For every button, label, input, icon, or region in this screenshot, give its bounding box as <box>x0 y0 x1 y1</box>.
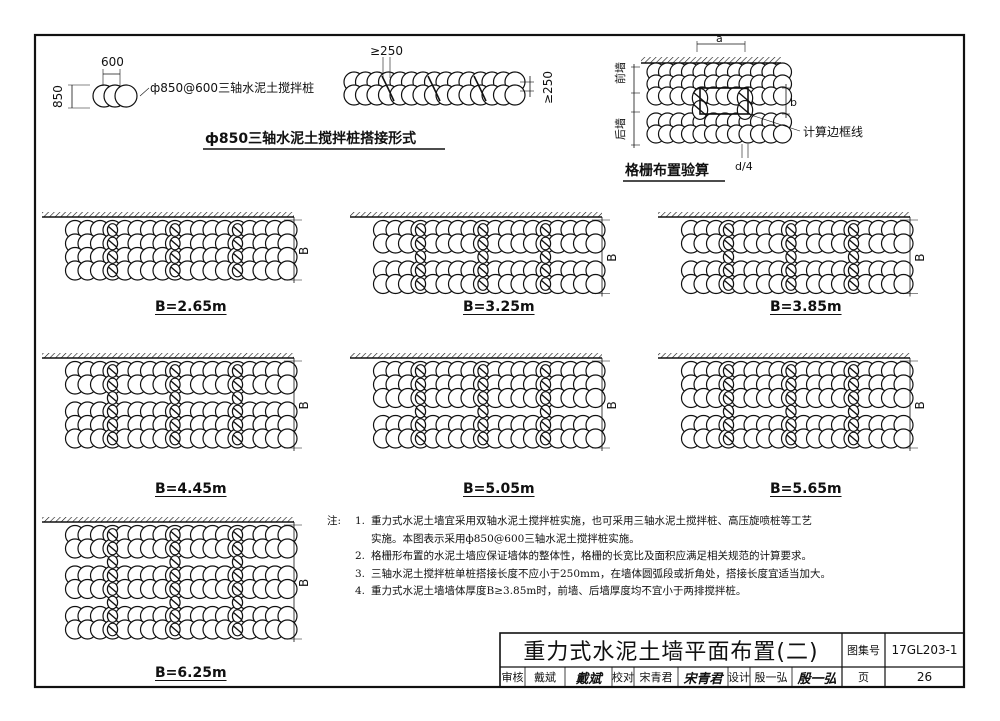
grid-check-detail: a b d/4 前墙 后墙 计算边框线 <box>613 32 863 173</box>
overlap-dim: ≥250 <box>370 44 403 58</box>
dim-b: b <box>790 96 797 109</box>
reviewer-name: 戴斌 <box>534 671 556 684</box>
grid-check-piles <box>646 62 793 144</box>
notes-lead: 注: <box>327 515 342 527</box>
dim-B-label: B <box>913 401 927 409</box>
single-pile-detail: 600 850 ф850@600三轴水泥土搅拌桩 <box>51 55 314 109</box>
back-wall-label: 后墙 <box>613 118 627 140</box>
checker-signature: 宋青君 <box>683 671 723 687</box>
grid-check-caption: 格栅布置验算 <box>625 162 709 179</box>
design-notes: 注: 1. 重力式水泥土墙宜采用双轴水泥土搅拌桩实施，也可采用三轴水泥土搅拌桩、高压… <box>327 513 927 601</box>
page-label: 页 <box>858 671 869 684</box>
pile-width-dim: 600 <box>101 55 124 69</box>
layout-panel-2: B <box>350 212 619 297</box>
layout-panel-3: B <box>658 212 927 297</box>
overlap-caption: ф850三轴水泥土搅拌桩搭接形式 <box>205 130 416 147</box>
note-text: 重力式水泥土墙墙体厚度B≥3.85m时，前墙、后墙厚度均不宜小于两排搅拌桩。 <box>371 585 747 597</box>
panel-caption-5: B=5.05m <box>463 481 535 497</box>
calc-boundary-frame <box>699 87 749 115</box>
single-pile-shape <box>92 84 138 108</box>
dim-B-label: B <box>913 254 927 262</box>
title-block <box>499 632 965 688</box>
overlap-detail: ≥250 ≥250 <box>343 44 555 106</box>
spacing-dim: ≥250 <box>541 71 555 104</box>
reviewer-signature: 戴斌 <box>575 671 602 687</box>
note-text: 格栅形布置的水泥土墙应保证墙体的整体性，格栅的长宽比及面积应满足相关规范的计算要… <box>371 550 812 562</box>
overlap-pile-rows <box>343 71 526 106</box>
dim-B-label: B <box>605 254 619 262</box>
layout-panel-7: B <box>42 517 311 642</box>
layout-panel-4: B <box>42 353 311 451</box>
designer-signature: 殷一弘 <box>797 671 837 687</box>
layout-panel-5: B <box>350 353 619 451</box>
atlas-label: 图集号 <box>847 644 880 657</box>
panel-caption-4: B=4.45m <box>155 481 227 497</box>
dim-d: d/4 <box>735 160 753 173</box>
layout-panels: B B B B B B B <box>42 212 927 642</box>
panel-caption-2: B=3.25m <box>463 299 535 315</box>
note-number: 4. <box>355 585 366 597</box>
dim-B-label: B <box>297 247 311 255</box>
dim-B-label: B <box>297 579 311 587</box>
panel-caption-1: B=2.65m <box>155 299 227 315</box>
checker-name: 宋青君 <box>639 671 673 684</box>
designer-name: 殷一弘 <box>754 671 788 684</box>
design-label: 设计 <box>728 671 750 684</box>
pile-height-dim: 850 <box>51 85 65 108</box>
check-label: 校对 <box>612 671 634 684</box>
atlas-number: 17GL203-1 <box>891 643 958 657</box>
dim-a: a <box>716 32 723 45</box>
boundary-label: 计算边框线 <box>803 124 863 139</box>
note-number: 3. <box>355 567 366 580</box>
panel-caption-3: B=3.85m <box>770 299 842 315</box>
panel-caption-6: B=5.65m <box>770 481 842 497</box>
drawing-title: 重力式水泥土墙平面布置(二) <box>523 640 819 665</box>
note-number: 1. <box>355 515 366 527</box>
front-wall-label: 前墙 <box>613 62 627 84</box>
dim-B-label: B <box>297 401 311 409</box>
layout-panel-1: B <box>42 212 311 283</box>
note-text: 三轴水泥土搅拌桩单桩搭接长度不应小于250mm，在墙体圆弧段或折角处，搭接长度宜… <box>371 567 831 580</box>
review-label: 审核 <box>501 671 524 684</box>
pile-spec-label: ф850@600三轴水泥土搅拌桩 <box>150 80 314 95</box>
note-text: 实施。本图表示采用ф850@600三轴水泥土搅拌桩实施。 <box>371 532 640 545</box>
note-number: 2. <box>355 550 366 562</box>
page-number: 26 <box>916 670 933 684</box>
layout-panel-6: B <box>658 353 927 451</box>
dim-B-label: B <box>605 401 619 409</box>
panel-caption-7: B=6.25m <box>155 665 227 681</box>
note-text: 重力式水泥土墙宜采用双轴水泥土搅拌桩实施，也可采用三轴水泥土搅拌桩、高压旋喷桩等… <box>371 515 812 527</box>
